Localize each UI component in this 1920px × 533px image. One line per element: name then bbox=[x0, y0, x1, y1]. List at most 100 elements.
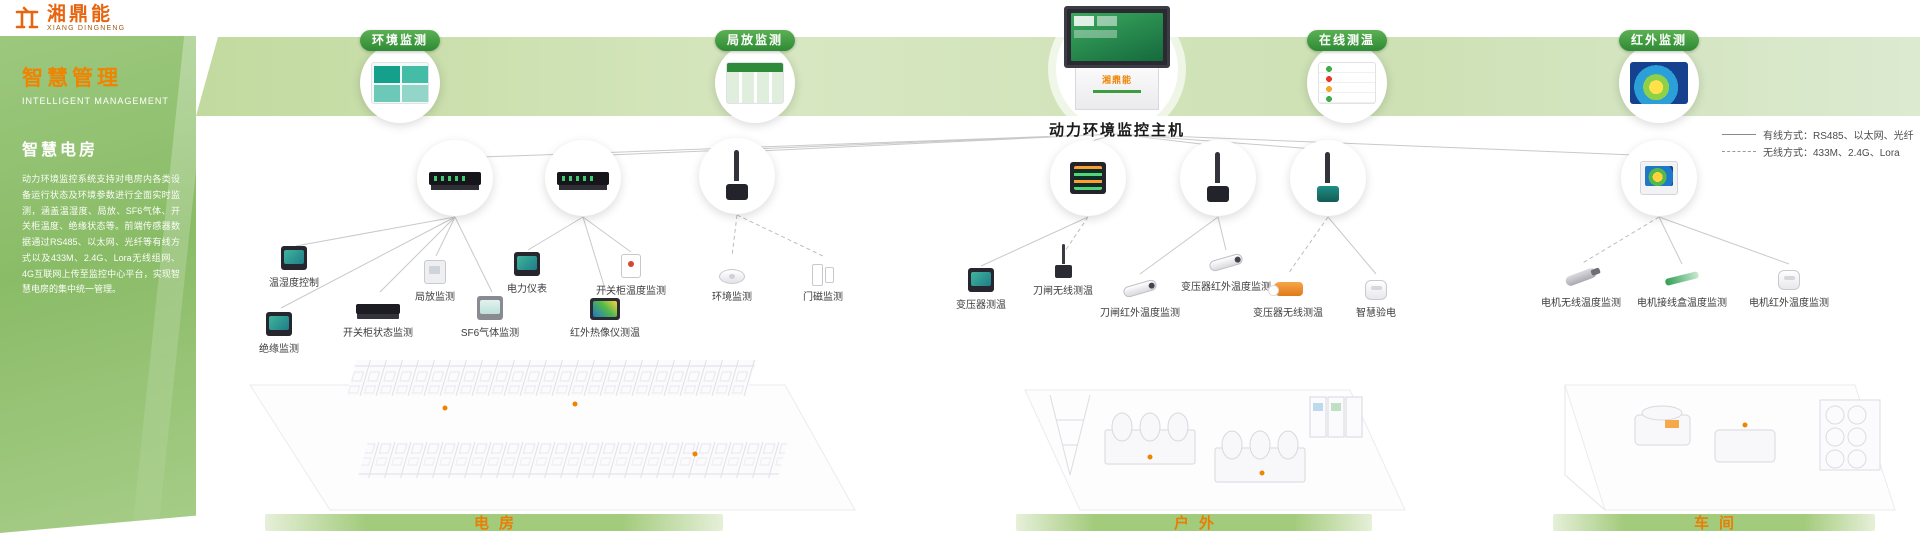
host-screen-content bbox=[1071, 13, 1163, 61]
scene-outdoor bbox=[1010, 335, 1415, 515]
connection-legend: 有线方式：RS485、以太网、光纤 无线方式：433M、2.4G、Lora bbox=[1722, 126, 1914, 160]
legend-wired-row: 有线方式：RS485、以太网、光纤 bbox=[1722, 126, 1914, 143]
legend-wireless-row: 无线方式：433M、2.4G、Lora bbox=[1722, 143, 1914, 160]
hub-wireless-receiver-3 bbox=[1290, 140, 1366, 216]
device-label: 门磁监测 bbox=[803, 292, 843, 303]
brand-logo-icon bbox=[14, 5, 40, 31]
temp-humidity-controller-icon bbox=[281, 246, 307, 270]
device-label: 电机接线盒温度监测 bbox=[1637, 298, 1727, 309]
device-label: 开关柜状态监测 bbox=[343, 328, 413, 339]
motor-junctionbox-temp-sensor-icon bbox=[1664, 270, 1700, 287]
transformer-temp-monitor-icon bbox=[968, 268, 994, 292]
device-sf6-gas-monitor: SF6气体监测 bbox=[445, 286, 535, 339]
hub-infrared-panel bbox=[1621, 140, 1697, 216]
device-temp-humidity-control: 温湿度控制 bbox=[249, 236, 339, 289]
antenna-receiver-icon bbox=[722, 152, 752, 200]
switchgear-temp-sensor-icon bbox=[621, 254, 641, 278]
room-scene-drawing bbox=[249, 360, 856, 511]
transformer-ir-camera-icon bbox=[1208, 252, 1244, 273]
rack-server-icon bbox=[557, 171, 609, 185]
antenna-receiver-icon bbox=[1203, 154, 1233, 202]
hub-wireless-receiver-1 bbox=[699, 138, 775, 214]
antenna-receiver-icon bbox=[1313, 154, 1343, 202]
badge-image-infrared bbox=[1619, 43, 1699, 123]
sidebar-title-en: INTELLIGENT MANAGEMENT bbox=[22, 96, 169, 106]
environment-dashboard-thumbnail bbox=[371, 62, 429, 104]
switchgear-status-monitor-icon bbox=[356, 304, 400, 314]
brand-name-en: XIANG DINGNENG bbox=[47, 24, 126, 32]
badge-label: 红外监测 bbox=[1619, 30, 1699, 51]
device-label: 智慧验电 bbox=[1356, 308, 1396, 319]
smart-electroscope-icon bbox=[1365, 280, 1387, 300]
device-switchgear-status-monitor: 开关柜状态监测 bbox=[333, 286, 423, 339]
scene-workshop bbox=[1545, 325, 1905, 515]
zone-label: 户外 bbox=[1173, 515, 1224, 532]
hub-wireless-receiver-2 bbox=[1180, 140, 1256, 216]
device-label: 刀闸无线测温 bbox=[1033, 286, 1093, 297]
sidebar-title: 智慧管理 bbox=[22, 67, 122, 90]
motor-ir-temp-sensor-icon bbox=[1778, 270, 1800, 290]
sidebar-section-title: 智慧电房 bbox=[22, 142, 99, 159]
device-power-meter: 电力仪表 bbox=[482, 242, 572, 295]
device-smart-electroscope: 智慧验电 bbox=[1331, 266, 1421, 319]
device-label: 刀闸红外温度监测 bbox=[1100, 308, 1180, 319]
wired-line-sample bbox=[1722, 134, 1756, 135]
door-magnet-sensor-icon bbox=[810, 264, 836, 286]
hub-comm-gateway-2 bbox=[545, 140, 621, 216]
zone-banner-outdoor: 户外 bbox=[1016, 514, 1372, 532]
device-label: 环境监测 bbox=[712, 292, 752, 303]
host-cabinet: 湘鼎能 bbox=[1075, 68, 1159, 110]
device-disconnector-ir-monitor: 刀闸红外温度监测 bbox=[1095, 266, 1185, 319]
legend-wireless-text: 无线方式：433M、2.4G、Lora bbox=[1763, 148, 1900, 159]
device-label: 红外热像仪测温 bbox=[570, 328, 640, 339]
badge-image-environment bbox=[360, 43, 440, 123]
device-motor-junctionbox-temp: 电机接线盒温度监测 bbox=[1637, 256, 1727, 309]
device-transformer-ir-monitor: 变压器红外温度监测 bbox=[1181, 240, 1271, 293]
workshop-scene-drawing bbox=[1564, 384, 1896, 511]
badge-image-partial-discharge bbox=[715, 43, 795, 123]
device-transformer-wireless-temp: 变压器无线测温 bbox=[1243, 266, 1333, 319]
device-insulation-monitor: 绝缘监测 bbox=[234, 302, 324, 355]
sf6-gas-monitor-icon bbox=[477, 296, 503, 320]
device-thermal-imager: 红外热像仪测温 bbox=[560, 286, 650, 339]
device-label: 电机无线温度监测 bbox=[1541, 298, 1621, 309]
partial-discharge-dashboard-thumbnail bbox=[726, 62, 784, 104]
badge-environment-monitoring: 环境监测 bbox=[345, 30, 455, 130]
device-label: SF6气体监测 bbox=[460, 328, 520, 339]
zone-label: 车间 bbox=[1693, 515, 1744, 532]
wireless-line-sample bbox=[1722, 151, 1756, 152]
host-screen bbox=[1064, 6, 1170, 68]
rack-server-icon bbox=[429, 171, 481, 185]
badge-partial-discharge-monitoring: 局放监测 bbox=[700, 30, 810, 130]
device-label: 变压器无线测温 bbox=[1253, 308, 1323, 319]
device-switchgear-temp-sensor: 开关柜温度监测 bbox=[586, 244, 676, 297]
badge-online-temperature: 在线测温 bbox=[1292, 30, 1402, 130]
temperature-display-icon bbox=[1070, 162, 1106, 194]
insulation-monitor-icon bbox=[266, 312, 292, 336]
scene-power-room bbox=[235, 330, 865, 515]
legend-wired-text: 有线方式：RS485、以太网、光纤 bbox=[1763, 131, 1914, 142]
partial-discharge-sensor-icon bbox=[424, 260, 446, 284]
environment-sensor-icon bbox=[719, 269, 745, 284]
device-label: 电力仪表 bbox=[507, 284, 547, 295]
zone-banner-workshop: 车间 bbox=[1553, 514, 1875, 532]
device-label: 变压器红外温度监测 bbox=[1181, 282, 1271, 293]
brand-name-cn: 湘鼎能 bbox=[47, 4, 114, 25]
outdoor-scene-drawing bbox=[1024, 389, 1406, 511]
power-meter-icon bbox=[514, 252, 540, 276]
device-label: 变压器测温 bbox=[956, 300, 1006, 311]
badge-label: 环境监测 bbox=[360, 30, 440, 51]
device-motor-ir-temp: 电机红外温度监测 bbox=[1744, 256, 1834, 309]
badge-label: 局放监测 bbox=[715, 30, 795, 51]
host-label: 动力环境监控主机 bbox=[1048, 122, 1185, 139]
device-label: 电机红外温度监测 bbox=[1749, 298, 1829, 309]
hub-comm-gateway-1 bbox=[417, 140, 493, 216]
badge-image-online-temperature bbox=[1307, 43, 1387, 123]
disconnector-wireless-temp-icon bbox=[1050, 244, 1076, 278]
device-transformer-temp-monitor: 变压器测温 bbox=[936, 258, 1026, 311]
device-door-magnet-sensor: 门磁监测 bbox=[778, 250, 868, 303]
brand-logo: 湘鼎能 XIANG DINGNENG bbox=[14, 5, 125, 32]
zone-label: 电房 bbox=[473, 515, 524, 532]
sidebar-description: 动力环境监控系统支持对电房内各类设备运行状态及环境参数进行全面实时监测，涵盖温湿… bbox=[22, 174, 180, 295]
